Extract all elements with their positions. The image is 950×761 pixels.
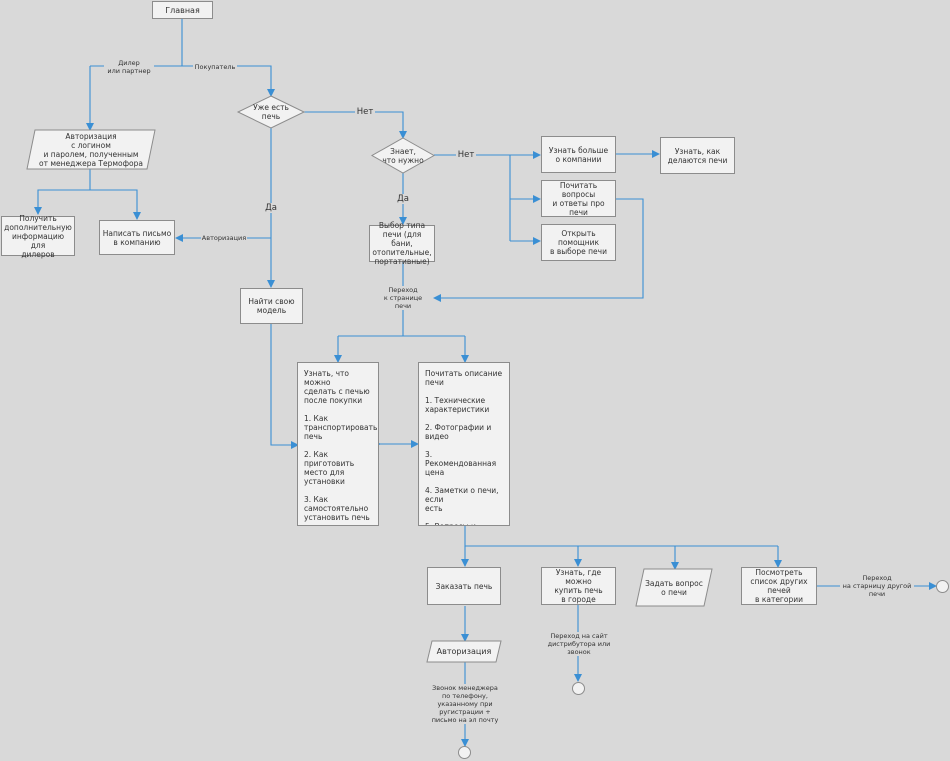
- end-circle-where: [572, 682, 585, 695]
- node-home: Главная: [152, 1, 213, 19]
- node-has-stove: Уже есть печь: [236, 95, 306, 129]
- node-auth-dealer-text: Авторизация с логином и паролем, получен…: [39, 131, 143, 168]
- node-knows-need: Знает, что нужно: [370, 137, 436, 174]
- node-find-model: Найти свою модель: [240, 288, 303, 324]
- node-choose-type: Выбор типа печи (для бани, отопительные,…: [369, 221, 435, 266]
- edge-find-model-after: [270, 324, 299, 449]
- edge-auth-write: [90, 189, 141, 220]
- node-auth-order: Авторизация: [426, 640, 502, 663]
- node-other-stoves: Посмотреть список других печей в категор…: [741, 567, 817, 605]
- node-where-buy: Узнать, где можно купить печь в городе: [541, 567, 616, 605]
- label-to-distributor: Переход на сайт дистрибутора или звонок: [544, 632, 614, 656]
- label-to-stove-page: Переход к странице печи: [378, 286, 428, 310]
- label-yes-1: Да: [262, 203, 280, 213]
- node-description: Почитать описание печи 1. Технические ха…: [418, 362, 510, 526]
- edge-no-knows: [304, 111, 407, 139]
- node-assistant: Открыть помощник в выборе печи: [541, 224, 616, 261]
- label-yes-2: Да: [394, 194, 412, 204]
- node-write-company: Написать письмо в компанию: [99, 220, 175, 255]
- node-how-made: Узнать, как делаются печи: [660, 137, 735, 174]
- label-to-other-page: Переход на старницу другой печи: [840, 574, 914, 598]
- node-ask-question: Задать вопрос о печи: [635, 568, 713, 607]
- edge-return-stove-page: [433, 198, 644, 302]
- label-manager-call: Звонок менеджера по телефону, указанному…: [427, 684, 503, 724]
- node-faq: Почитать вопросы и ответы про печи: [541, 180, 616, 217]
- node-has-stove-text: Уже есть печь: [253, 103, 289, 121]
- node-learn-company: Узнать больше о компании: [541, 136, 616, 173]
- end-circle-order: [458, 746, 471, 759]
- node-auth-dealer: Авторизация с логином и паролем, получен…: [26, 129, 156, 170]
- label-no-1: Нет: [355, 107, 375, 117]
- node-order: Заказать печь: [427, 567, 501, 605]
- edge-auth-split: [34, 169, 91, 215]
- label-buyer: Покупатель: [193, 63, 237, 71]
- node-auth-order-text: Авторизация: [436, 647, 492, 656]
- label-no-2: Нет: [456, 150, 476, 160]
- end-circle-other: [936, 580, 949, 593]
- node-dealer-info: Получить дополнительную информацию для д…: [1, 214, 75, 259]
- node-knows-need-text: Знает, что нужно: [382, 146, 424, 165]
- node-after-purchase: Узнать, что можно сделать с печью после …: [297, 362, 379, 526]
- label-auth-edge: Авторизация: [201, 234, 247, 242]
- edge-desc-bus: [464, 526, 778, 547]
- node-ask-question-text: Задать вопрос о печи: [645, 578, 703, 597]
- label-dealer: Дилер или партнер: [104, 59, 154, 75]
